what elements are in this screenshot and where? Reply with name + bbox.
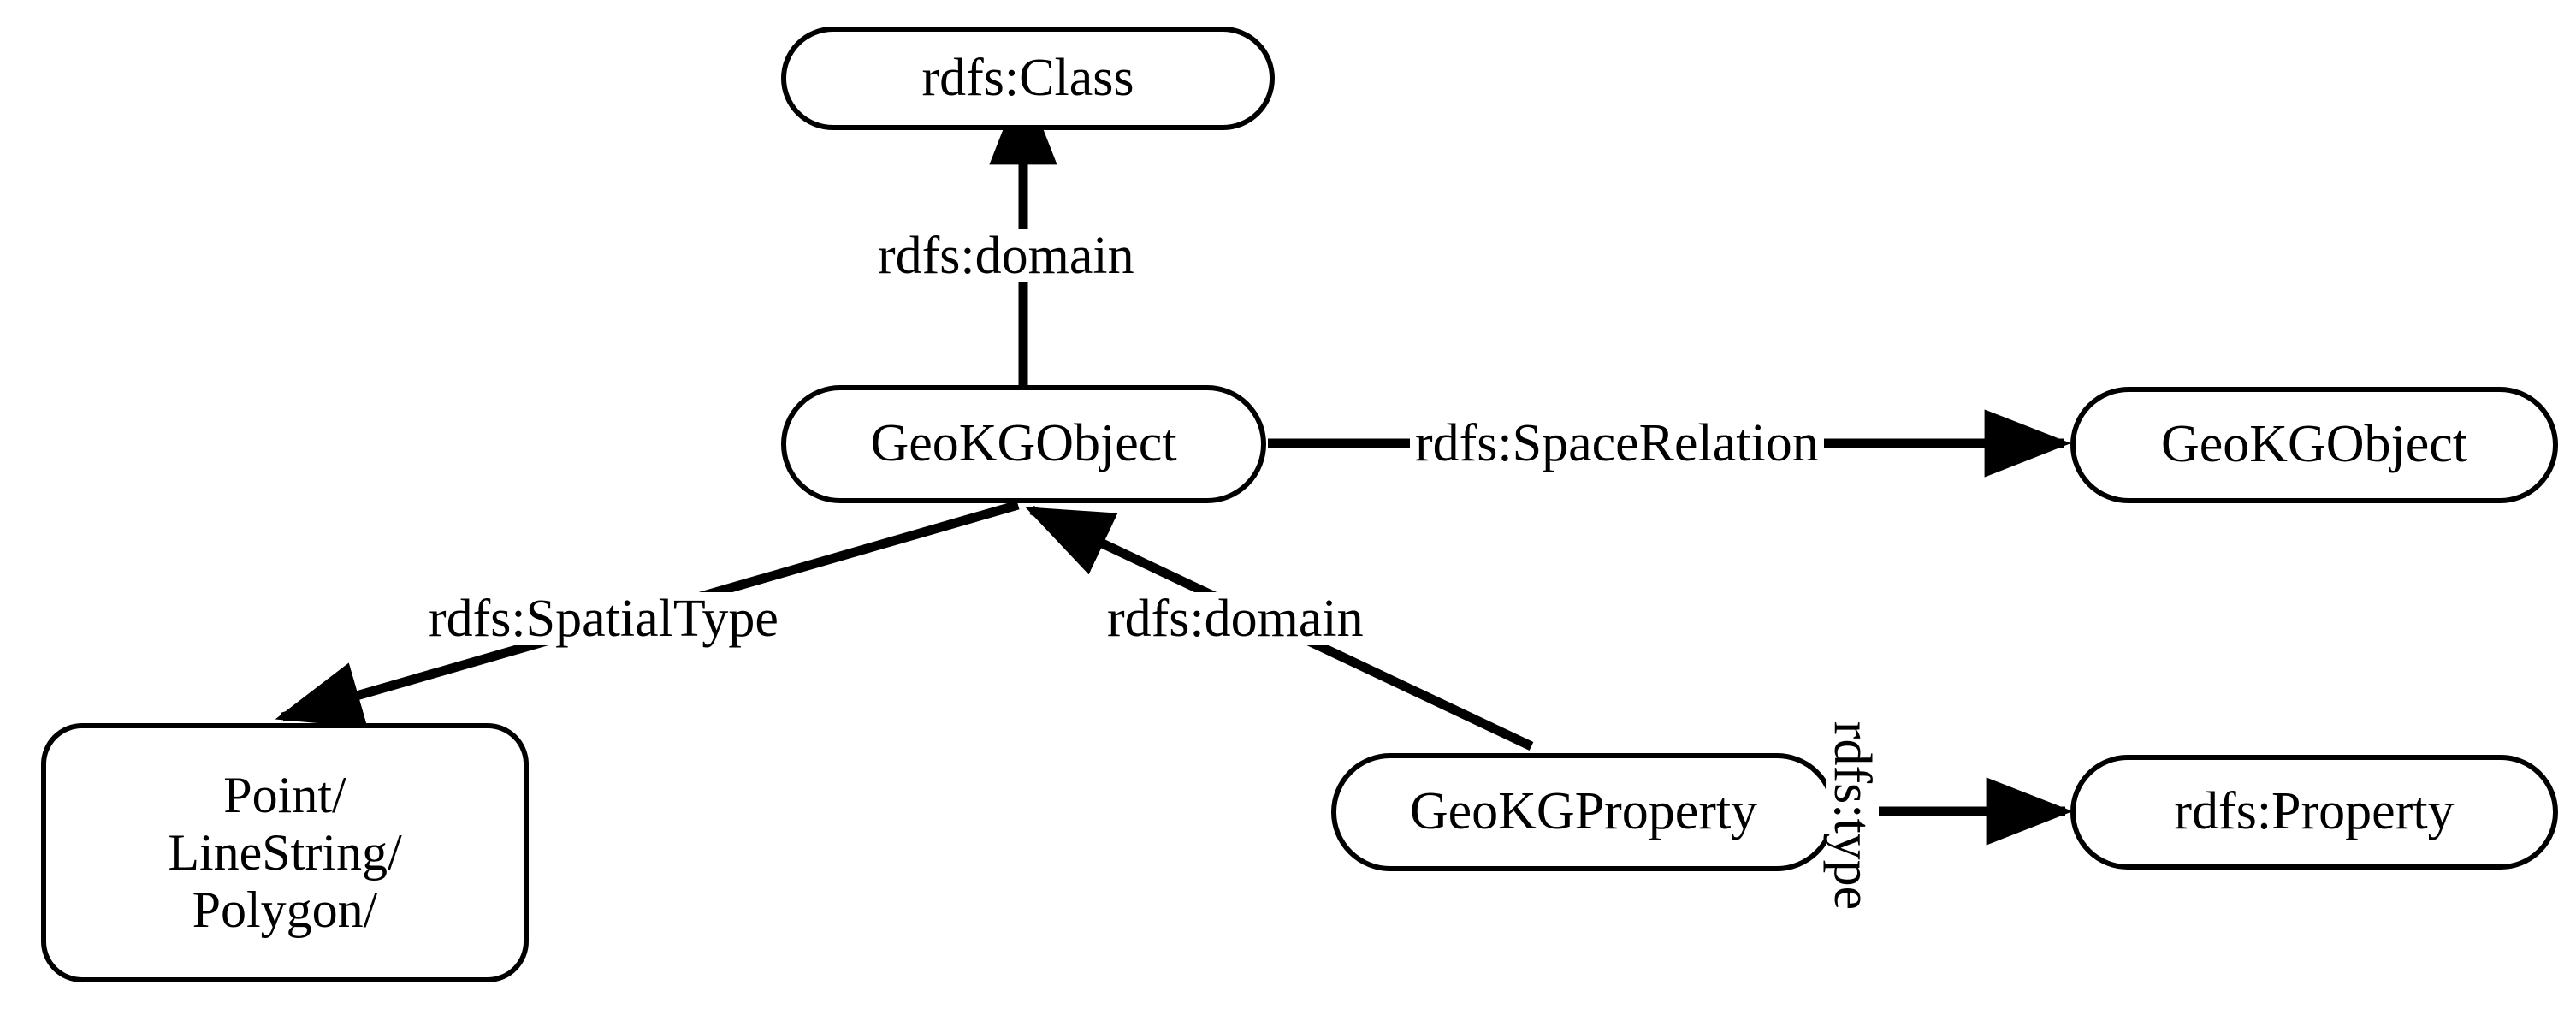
node-spatial-types[interactable]: Point/ LineString/ Polygon/ bbox=[41, 723, 529, 982]
node-geokgproperty[interactable]: GeoKGProperty bbox=[1331, 753, 1836, 871]
edge-label-rdfs-domain-top: rdfs:domain bbox=[873, 229, 1140, 282]
node-rdfs-property[interactable]: rdfs:Property bbox=[2070, 755, 2558, 870]
node-geokgobject-2[interactable]: GeoKGObject bbox=[2070, 387, 2558, 503]
edge-label-rdfs-spatialtype: rdfs:SpatialType bbox=[423, 592, 784, 645]
node-rdfs-class[interactable]: rdfs:Class bbox=[781, 27, 1275, 130]
edge-label-rdfs-type: rdfs:type bbox=[1823, 680, 1881, 952]
edge-label-rdfs-spacerelation: rdfs:SpaceRelation bbox=[1410, 417, 1824, 470]
node-geokgobject[interactable]: GeoKGObject bbox=[781, 385, 1266, 503]
edge-label-rdfs-domain-bottom: rdfs:domain bbox=[1102, 592, 1369, 645]
